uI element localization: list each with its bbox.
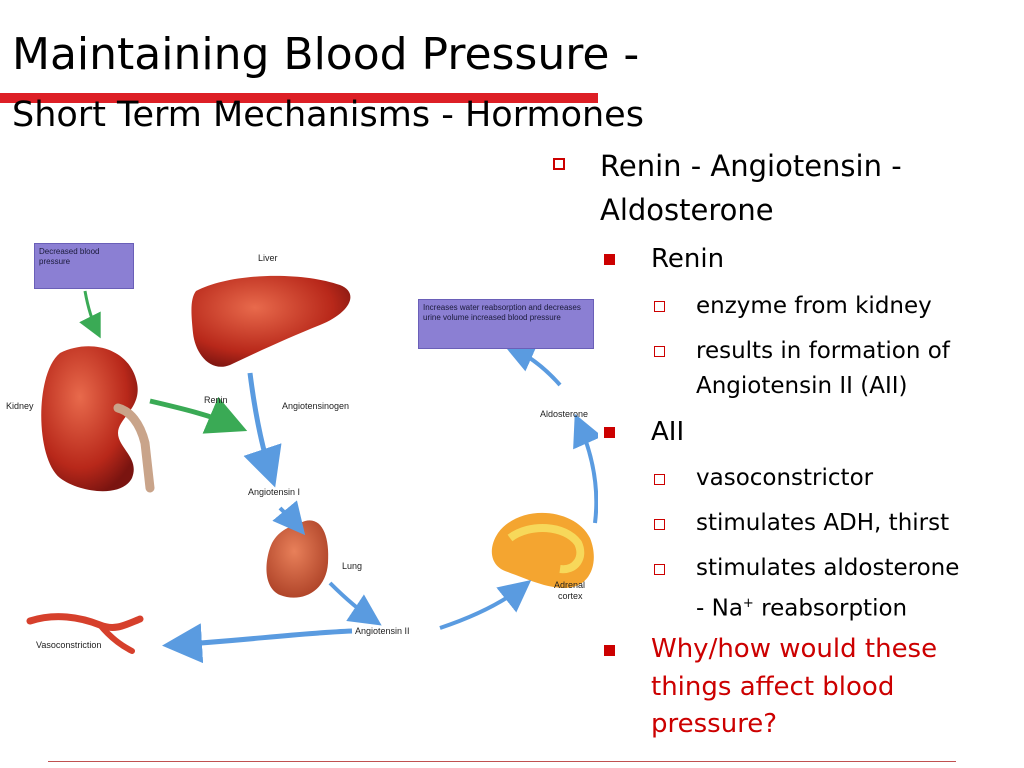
- question-line2: things affect blood: [651, 672, 895, 702]
- bullet-renin: Renin: [651, 244, 725, 274]
- filled-square-bullet-icon: [604, 254, 615, 265]
- open-square-bullet-icon: [654, 474, 665, 485]
- footer-divider: [48, 761, 956, 762]
- open-square-bullet-icon: [654, 564, 665, 575]
- arrow-liver-to-angiotensin-i: [243, 372, 282, 488]
- label-angiotensin-i: Angiotensin I: [248, 487, 301, 497]
- liver-icon: [191, 275, 351, 367]
- open-square-bullet-icon: [654, 346, 665, 357]
- kidney-icon: [41, 346, 138, 492]
- question-line1: Why/how would these: [651, 634, 938, 664]
- bullet-main-line2: Aldosterone: [600, 193, 774, 227]
- slide-subtitle: Short Term Mechanisms - Hormones: [12, 95, 644, 135]
- arrow-aldosterone-to-box: [502, 342, 562, 387]
- arrow-to-vasoconstriction: [162, 623, 353, 664]
- label-renin: Renin: [204, 395, 228, 405]
- open-square-bullet-icon: [654, 519, 665, 530]
- raas-diagram: Decreased blood pressure Increases water…: [0, 233, 598, 665]
- label-angiotensin-ii: Angiotensin II: [355, 626, 410, 636]
- bullet-aii-2: stimulates ADH, thirst: [696, 510, 950, 536]
- bullet-renin-1: enzyme from kidney: [696, 293, 932, 319]
- bullet-aii-1: vasoconstrictor: [696, 465, 874, 491]
- label-angiotensinogen: Angiotensinogen: [282, 401, 350, 411]
- label-lung: Lung: [342, 561, 363, 571]
- arrow-pressure-to-kidney: [79, 290, 101, 339]
- arrow-to-lung: [272, 500, 306, 536]
- title-underline-bar: [0, 93, 598, 103]
- bullet-aii: AII: [651, 417, 685, 447]
- lung-icon: [266, 520, 329, 598]
- blood-vessel-icon: [26, 613, 144, 631]
- open-square-bullet-icon: [553, 158, 565, 170]
- label-adrenal: Adrenal: [554, 580, 586, 590]
- increases-water-reabsorption-box: Increases water reabsorption and decreas…: [418, 299, 594, 349]
- bullet-renin-2-line2: Angiotensin II (AII): [696, 373, 908, 399]
- bullet-main-line1: Renin - Angiotensin -: [600, 149, 902, 183]
- open-square-bullet-icon: [654, 301, 665, 312]
- label-kidney: Kidney: [6, 401, 34, 411]
- label-cortex: cortex: [558, 591, 583, 601]
- filled-square-bullet-icon: [604, 645, 615, 656]
- arrow-to-adrenal: [439, 580, 532, 630]
- arrow-adrenal-to-aldosterone: [573, 413, 598, 524]
- decreased-blood-pressure-box: Decreased blood pressure: [34, 243, 134, 289]
- label-aldosterone: Aldosterone: [540, 409, 589, 419]
- bullet-aii-3-line2: - Na+ reabsorption: [696, 595, 908, 622]
- arrow-lung-to-angiotensin-ii: [328, 581, 382, 626]
- question-line3: pressure?: [651, 709, 778, 739]
- bullet-renin-2-line1: results in formation of: [696, 338, 950, 364]
- diagram-art: [26, 275, 598, 664]
- slide-title: Maintaining Blood Pressure -: [12, 29, 640, 80]
- label-vasoconstriction: Vasoconstriction: [36, 640, 102, 650]
- filled-square-bullet-icon: [604, 427, 615, 438]
- label-liver: Liver: [258, 253, 278, 263]
- arrow-kidney-to-renin: [149, 396, 248, 434]
- bullet-aii-3-line1: stimulates aldosterone: [696, 555, 960, 581]
